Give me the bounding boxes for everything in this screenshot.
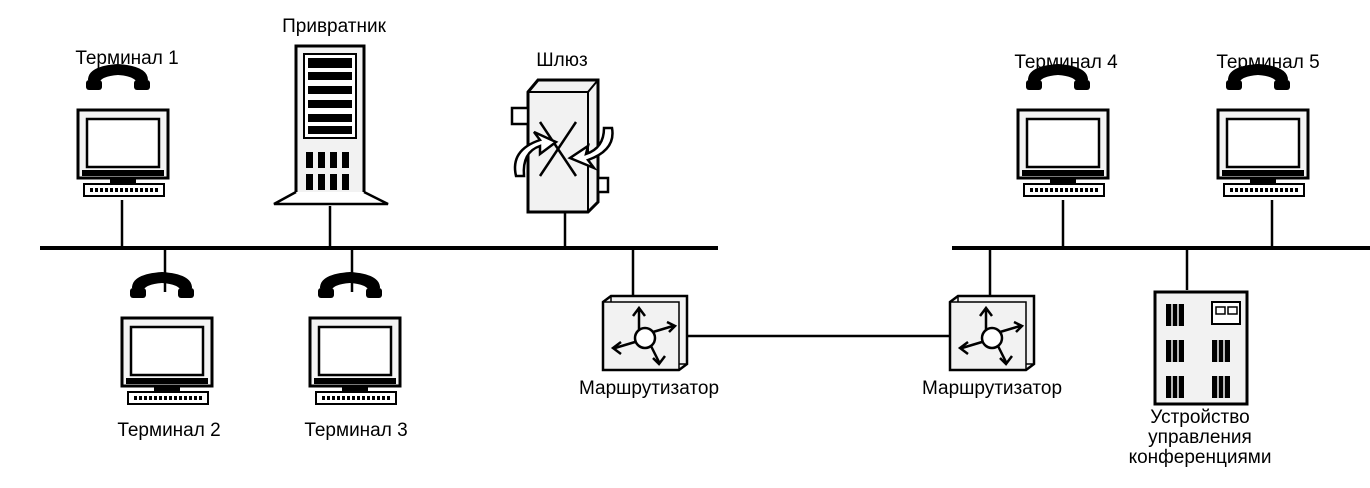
mcu-label-line-2: управления <box>1148 427 1252 448</box>
mcu-label-line-3: конференциями <box>1128 447 1272 468</box>
terminal-3-icon <box>308 270 402 406</box>
gateway-icon <box>510 78 614 214</box>
mcu-label: Устройство управления конференциями <box>1129 408 1272 468</box>
router-right-label: Маршрутизатор <box>921 378 1063 399</box>
right-drop-lines <box>988 200 1274 296</box>
gatekeeper-label: Привратник <box>282 16 386 37</box>
terminal-4-label: Терминал 4 <box>1014 52 1118 73</box>
terminal-5-label: Терминал 5 <box>1216 52 1320 73</box>
gateway-label: Шлюз <box>536 50 588 71</box>
router-right-icon <box>948 294 1036 372</box>
router-left-label: Маршрутизатор <box>578 378 720 399</box>
terminal-5-icon <box>1216 62 1310 198</box>
terminal-4-icon <box>1016 62 1110 198</box>
terminal-2-label: Терминал 2 <box>117 420 221 441</box>
left-drop-lines <box>120 200 635 296</box>
terminal-1-label: Терминал 1 <box>75 48 179 69</box>
mcu-rack-icon <box>1153 290 1249 406</box>
router-left-icon <box>601 294 689 372</box>
terminal-3-label: Терминал 3 <box>304 420 408 441</box>
server-tower-icon <box>273 44 389 206</box>
terminal-1-icon <box>76 62 170 198</box>
terminal-2-icon <box>120 270 214 406</box>
mcu-label-line-1: Устройство <box>1150 407 1250 428</box>
